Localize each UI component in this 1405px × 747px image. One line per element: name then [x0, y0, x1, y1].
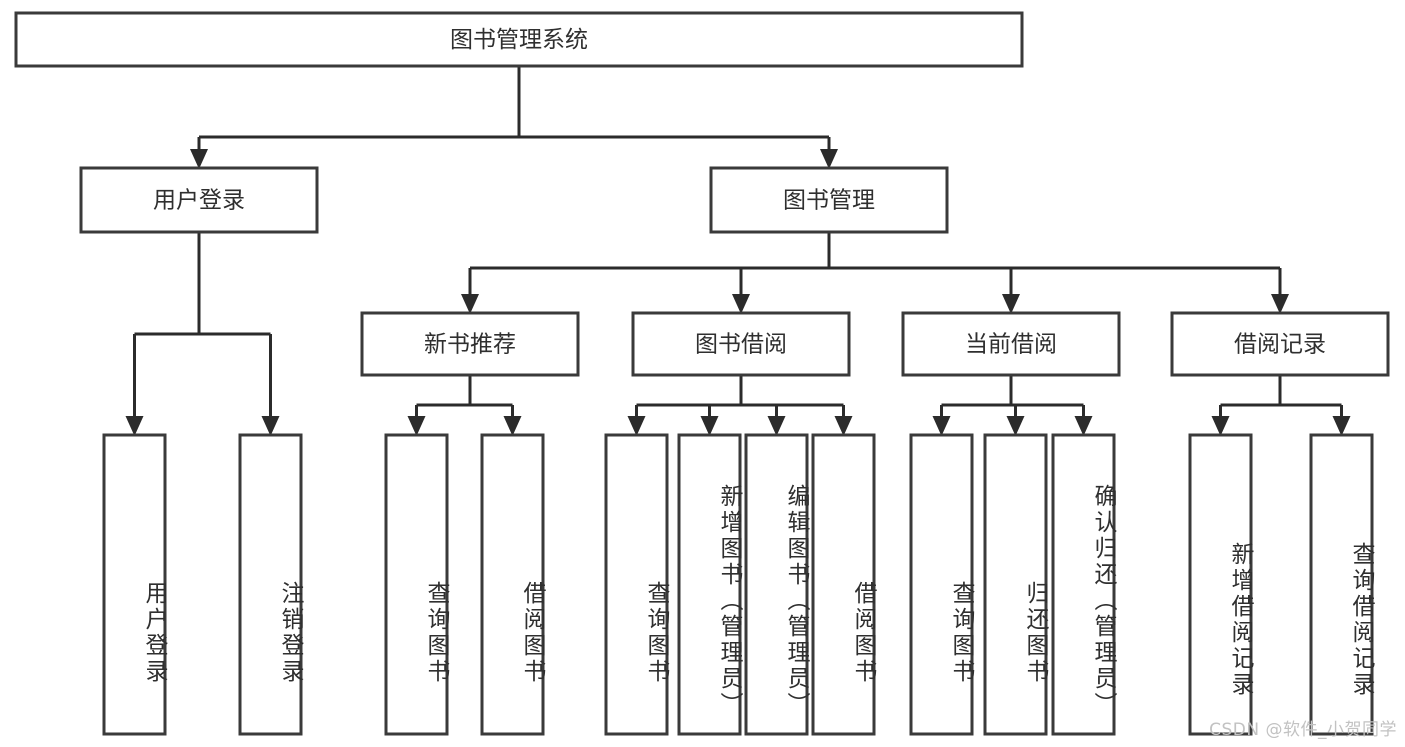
node-label-newbook: 新书推荐	[424, 332, 516, 358]
node-box-leaf-borrow-add[interactable]	[677, 433, 742, 736]
connector-group	[125, 232, 280, 436]
node-box-leaf-cur-query[interactable]	[909, 433, 974, 736]
node-label-login: 用户登录	[153, 188, 245, 214]
node-box-leaf-new-borrow[interactable]	[480, 433, 545, 736]
node-box-records[interactable]	[1170, 311, 1390, 377]
node-box-newbook[interactable]	[360, 311, 580, 377]
node-box-leaf-borrow-edit[interactable]	[744, 433, 809, 736]
node-box-leaf-rec-query[interactable]	[1309, 433, 1374, 736]
node-boxes-layer	[14, 11, 1390, 736]
connector-group	[932, 375, 1093, 436]
node-box-current[interactable]	[901, 311, 1121, 377]
node-box-root[interactable]	[14, 11, 1024, 68]
watermark-text: CSDN @软件_小贺同学	[1209, 720, 1397, 740]
connector-group	[1211, 375, 1351, 436]
connector-group	[461, 232, 1289, 314]
connector-group	[407, 375, 522, 436]
node-label-borrow: 图书借阅	[695, 332, 787, 358]
node-box-leaf-borrow-query[interactable]	[604, 433, 669, 736]
node-label-records: 借阅记录	[1234, 332, 1326, 358]
connector-group	[627, 375, 853, 436]
node-box-bookmgmt[interactable]	[709, 166, 949, 234]
node-box-leaf-user-logout[interactable]	[238, 433, 303, 736]
node-box-leaf-cur-confirm[interactable]	[1051, 433, 1116, 736]
node-box-leaf-new-query[interactable]	[384, 433, 449, 736]
node-label-current: 当前借阅	[965, 332, 1057, 358]
node-box-leaf-rec-add[interactable]	[1188, 433, 1253, 736]
node-box-borrow[interactable]	[631, 311, 851, 377]
node-box-login[interactable]	[79, 166, 319, 234]
node-label-bookmgmt: 图书管理	[783, 188, 875, 214]
node-box-leaf-user-login[interactable]	[102, 433, 167, 736]
node-label-root: 图书管理系统	[450, 27, 588, 53]
node-box-leaf-cur-return[interactable]	[983, 433, 1048, 736]
connectors-layer	[125, 66, 1351, 436]
node-box-leaf-borrow-do[interactable]	[811, 433, 876, 736]
connector-group	[190, 66, 838, 169]
